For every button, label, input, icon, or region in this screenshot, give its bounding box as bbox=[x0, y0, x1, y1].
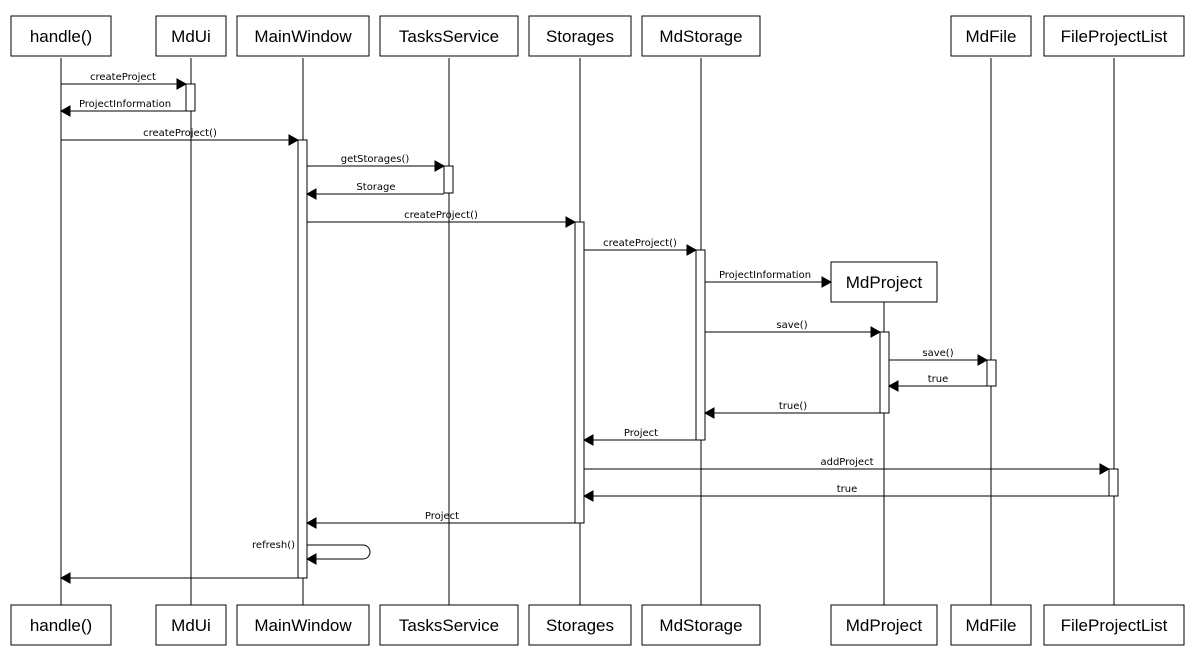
participant-label: MdFile bbox=[965, 616, 1016, 635]
participant-mdui-top: MdUi bbox=[155, 15, 227, 57]
participant-label: FileProjectList bbox=[1061, 27, 1168, 46]
message-true-return-mdfile: true bbox=[887, 374, 987, 392]
activation-tasksservice bbox=[443, 165, 454, 194]
message-add-project: addProject bbox=[584, 457, 1111, 475]
message-create-project-mainwindow: createProject() bbox=[61, 128, 300, 146]
message-label: addProject bbox=[820, 457, 873, 468]
participant-handle-top: handle() bbox=[10, 15, 112, 57]
participant-label: MdUi bbox=[171, 616, 211, 635]
message-label: refresh() bbox=[252, 540, 295, 551]
participant-storages-top: Storages bbox=[528, 15, 632, 57]
participant-label: MainWindow bbox=[254, 616, 352, 635]
message-label: save() bbox=[776, 320, 807, 331]
message-label: createProject() bbox=[603, 238, 677, 249]
message-label: true bbox=[837, 484, 858, 495]
participant-fileprojectlist-bottom: FileProjectList bbox=[1043, 604, 1185, 646]
message-label: Project bbox=[624, 428, 658, 439]
message-project-information-return: ProjectInformation bbox=[59, 99, 186, 117]
participant-mdfile-top: MdFile bbox=[950, 15, 1032, 57]
participant-tasksservice-top: TasksService bbox=[379, 15, 519, 57]
message-project-return-mdstorage: Project bbox=[582, 428, 696, 446]
message-create-mdproject: ProjectInformation bbox=[705, 270, 833, 288]
message-label: Storage bbox=[356, 182, 395, 193]
message-true-return-mdproject: true() bbox=[703, 401, 880, 419]
participant-label: handle() bbox=[30, 27, 92, 46]
message-final-return bbox=[59, 572, 298, 584]
activation-mdui bbox=[185, 83, 196, 112]
participant-label: MdStorage bbox=[659, 27, 742, 46]
participant-label: handle() bbox=[30, 616, 92, 635]
activation-storages bbox=[574, 221, 585, 524]
participant-mainwindow-bottom: MainWindow bbox=[236, 604, 370, 646]
messages: createProject ProjectInformation createP… bbox=[59, 72, 1111, 584]
participant-label: FileProjectList bbox=[1061, 616, 1168, 635]
participant-storages-bottom: Storages bbox=[528, 604, 632, 646]
participant-mdstorage-top: MdStorage bbox=[641, 15, 761, 57]
message-refresh-self: refresh() bbox=[252, 540, 371, 565]
participant-handle-bottom: handle() bbox=[10, 604, 112, 646]
message-label: ProjectInformation bbox=[79, 99, 171, 110]
participant-mdstorage-bottom: MdStorage bbox=[641, 604, 761, 646]
participant-label: MdFile bbox=[965, 27, 1016, 46]
message-get-storages: getStorages() bbox=[307, 154, 446, 172]
message-label: true bbox=[928, 374, 949, 385]
message-label: getStorages() bbox=[341, 154, 410, 165]
activation-mdfile bbox=[986, 359, 997, 387]
participants-top: handle() MdUi MainWindow TasksService St… bbox=[10, 15, 1185, 303]
participant-fileprojectlist-top: FileProjectList bbox=[1043, 15, 1185, 57]
message-label: true() bbox=[779, 401, 807, 412]
participant-tasksservice-bottom: TasksService bbox=[379, 604, 519, 646]
message-create-project: createProject bbox=[61, 72, 188, 90]
activation-fileprojectlist bbox=[1108, 468, 1119, 497]
participant-label: MdUi bbox=[171, 27, 211, 46]
activation-mainwindow bbox=[297, 139, 308, 579]
message-label: createProject bbox=[90, 72, 156, 83]
message-create-project-mdstorage: createProject() bbox=[584, 238, 698, 256]
participant-mdfile-bottom: MdFile bbox=[950, 604, 1032, 646]
activation-mdproject bbox=[879, 331, 890, 414]
message-label: ProjectInformation bbox=[719, 270, 811, 281]
participant-label: MainWindow bbox=[254, 27, 352, 46]
message-save-mdproject: save() bbox=[705, 320, 882, 338]
activations bbox=[185, 83, 1119, 579]
message-create-project-storages: createProject() bbox=[307, 210, 577, 228]
participant-label: MdProject bbox=[846, 273, 923, 292]
participant-label: Storages bbox=[546, 27, 614, 46]
message-label: createProject() bbox=[143, 128, 217, 139]
participant-mdproject-bottom: MdProject bbox=[830, 604, 938, 646]
message-label: Project bbox=[425, 511, 459, 522]
activation-mdstorage bbox=[695, 249, 706, 441]
participant-label: Storages bbox=[546, 616, 614, 635]
participant-mdui-bottom: MdUi bbox=[155, 604, 227, 646]
participant-label: MdStorage bbox=[659, 616, 742, 635]
message-label: save() bbox=[922, 348, 953, 359]
message-project-return-storages: Project bbox=[305, 511, 575, 529]
message-storage-return: Storage bbox=[305, 182, 444, 200]
participant-mainwindow-top: MainWindow bbox=[236, 15, 370, 57]
participant-label: TasksService bbox=[399, 27, 499, 46]
message-true-return-fileprojectlist: true bbox=[582, 484, 1109, 502]
participant-label: MdProject bbox=[846, 616, 923, 635]
participant-label: TasksService bbox=[399, 616, 499, 635]
participants-bottom: handle() MdUi MainWindow TasksService St… bbox=[10, 604, 1185, 646]
participant-mdproject-created: MdProject bbox=[830, 261, 938, 303]
message-save-mdfile: save() bbox=[889, 348, 989, 366]
message-label: createProject() bbox=[404, 210, 478, 221]
